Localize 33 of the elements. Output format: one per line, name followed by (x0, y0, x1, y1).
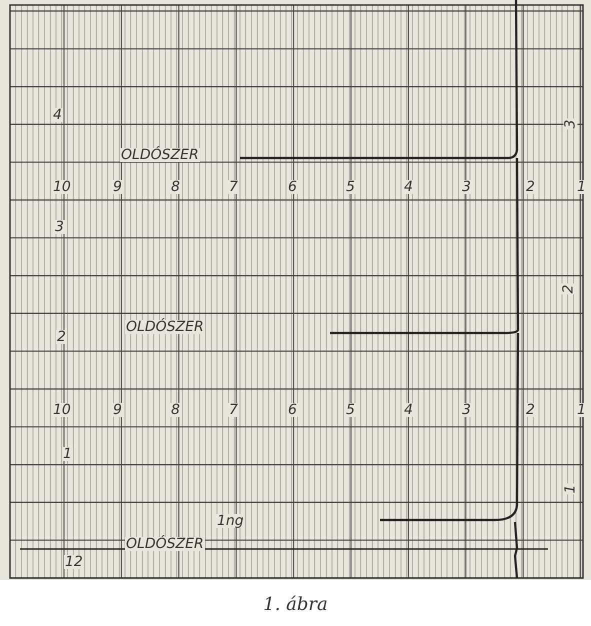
scale-number: 5 (345, 180, 356, 194)
scale-number: 2 (525, 403, 536, 417)
scale-number: 9 (112, 180, 123, 194)
scale-number: 3 (461, 403, 472, 417)
scale-number: 5 (345, 403, 356, 417)
scale-number: 4 (403, 403, 414, 417)
peak-label: OLDÓSZER (125, 537, 205, 551)
figure-caption: 1. ábra (263, 594, 328, 615)
scale-number: 4 (52, 108, 63, 122)
peak-label: 1ng (216, 514, 245, 528)
scale-number: 8 (170, 180, 181, 194)
scale-number: 2 (561, 284, 576, 294)
scale-number: 12 (64, 555, 84, 569)
scale-number: 9 (112, 403, 123, 417)
scale-number: 1 (62, 447, 73, 461)
scale-number: 6 (287, 403, 298, 417)
scale-number: 2 (56, 330, 67, 344)
scale-number: 3 (54, 220, 65, 234)
scale-number: 1 (576, 180, 587, 194)
scale-number: 10 (52, 180, 72, 194)
scale-number: 8 (170, 403, 181, 417)
scale-number: 10 (52, 403, 72, 417)
scale-number: 7 (228, 180, 239, 194)
scale-number: 2 (525, 180, 536, 194)
peak-label: OLDÓSZER (120, 148, 200, 162)
scale-number: 4 (403, 180, 414, 194)
scale-number: 6 (287, 180, 298, 194)
scale-number: 1 (576, 403, 587, 417)
scale-number: 7 (228, 403, 239, 417)
scale-number: 3 (461, 180, 472, 194)
scale-number: 3 (563, 118, 578, 130)
scale-number: 1 (563, 484, 578, 494)
peak-label: OLDÓSZER (125, 320, 205, 334)
